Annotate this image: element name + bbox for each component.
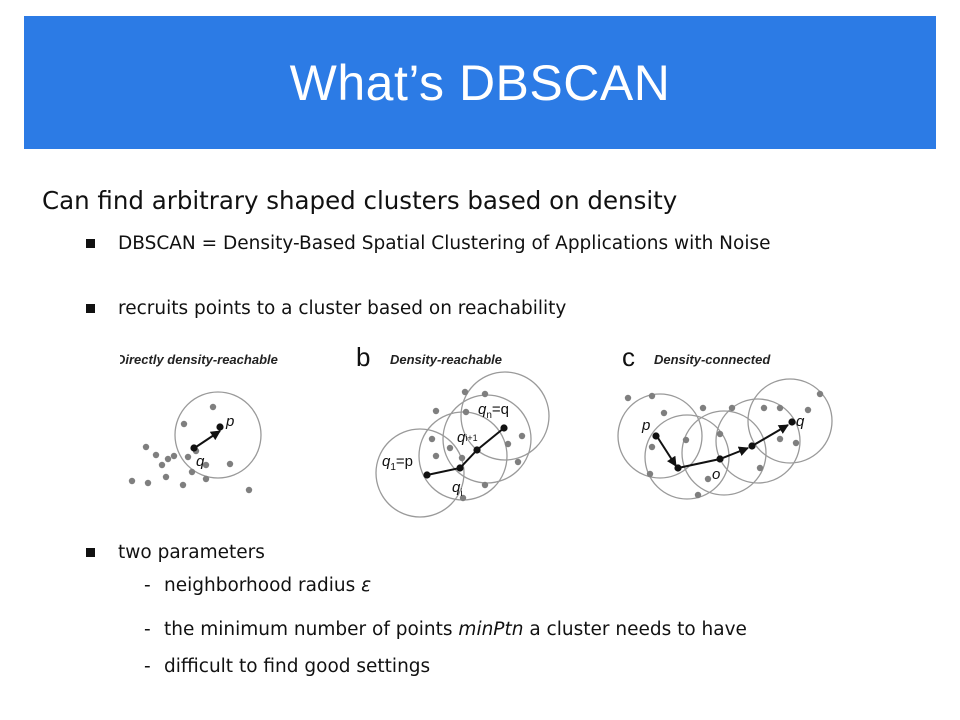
bullet-dbscan-definition: DBSCAN = Density-Based Spatial Clusterin… xyxy=(86,232,878,256)
arrow-o-path xyxy=(677,446,749,469)
reach-arrow xyxy=(195,430,221,448)
reach-chain xyxy=(426,427,505,476)
sub-item-text: neighborhood radius xyxy=(164,575,362,596)
panel-b-letter: b xyxy=(356,342,370,372)
dbscan-reachability-figure: a Directly density-reachable p q b Densi… xyxy=(120,342,833,518)
bullet-text: recruits points to a cluster based on re… xyxy=(118,298,567,319)
bullet-reachability: recruits points to a cluster based on re… xyxy=(86,297,567,321)
points xyxy=(428,388,526,502)
bullet-two-parameters: two parameters xyxy=(86,541,265,565)
bullet-text: DBSCAN = Density-Based Spatial Clusterin… xyxy=(118,233,771,254)
sub-item-text-suffix: a cluster needs to have xyxy=(523,619,747,640)
panel-c: c Density-connected p o q xyxy=(617,342,833,500)
sub-item-settings: -difficult to find good settings xyxy=(144,656,430,677)
dash-marker: - xyxy=(144,656,151,677)
square-bullet-icon xyxy=(86,239,95,248)
label-q: q xyxy=(196,453,205,470)
minptn-term: minPtn xyxy=(458,619,524,640)
label-p: p xyxy=(225,413,234,430)
label-qi-plus-1: qi+1 xyxy=(457,429,478,446)
label-o: o xyxy=(712,466,720,483)
title-bar: What’s DBSCAN xyxy=(24,16,936,149)
chain-points xyxy=(423,424,508,479)
main-heading: Can find arbitrary shaped clusters based… xyxy=(42,186,678,215)
point-p xyxy=(216,423,224,431)
sub-item-text: the minimum number of points xyxy=(164,619,459,640)
label-q1: q1=p xyxy=(382,453,413,473)
panel-a-caption: Directly density-reachable xyxy=(120,352,278,367)
epsilon-symbol: ε xyxy=(361,575,372,596)
panel-c-letter: c xyxy=(622,342,635,372)
dash-marker: - xyxy=(144,619,151,640)
square-bullet-icon xyxy=(86,304,95,313)
label-q: q xyxy=(796,413,805,430)
arrow-to-q xyxy=(751,424,789,447)
dash-marker: - xyxy=(144,575,151,596)
point-q xyxy=(190,444,198,452)
neighborhood-circles xyxy=(617,378,833,500)
panel-b: b Density-reachable q1=p qi qi+1 qn=q xyxy=(356,342,550,518)
points xyxy=(624,390,824,499)
panel-c-caption: Density-connected xyxy=(654,352,771,367)
noise-points xyxy=(128,403,253,494)
sub-item-minptn: -the minimum number of points minPtn a c… xyxy=(144,619,747,640)
bullet-text: two parameters xyxy=(118,542,265,563)
label-qi: qi xyxy=(452,479,463,499)
panel-a: a Directly density-reachable p q xyxy=(120,352,278,494)
square-bullet-icon xyxy=(86,548,95,557)
label-p: p xyxy=(641,417,650,434)
slide-title: What’s DBSCAN xyxy=(289,54,671,111)
label-qn: qn=q xyxy=(478,401,509,421)
epsilon-neighborhood-circle xyxy=(174,391,262,479)
panel-b-caption: Density-reachable xyxy=(390,352,502,367)
chain-points xyxy=(652,418,796,472)
arrow-o-to-p xyxy=(657,437,677,467)
sub-item-radius: -neighborhood radius ε xyxy=(144,575,371,596)
sub-item-text: difficult to find good settings xyxy=(164,656,431,677)
